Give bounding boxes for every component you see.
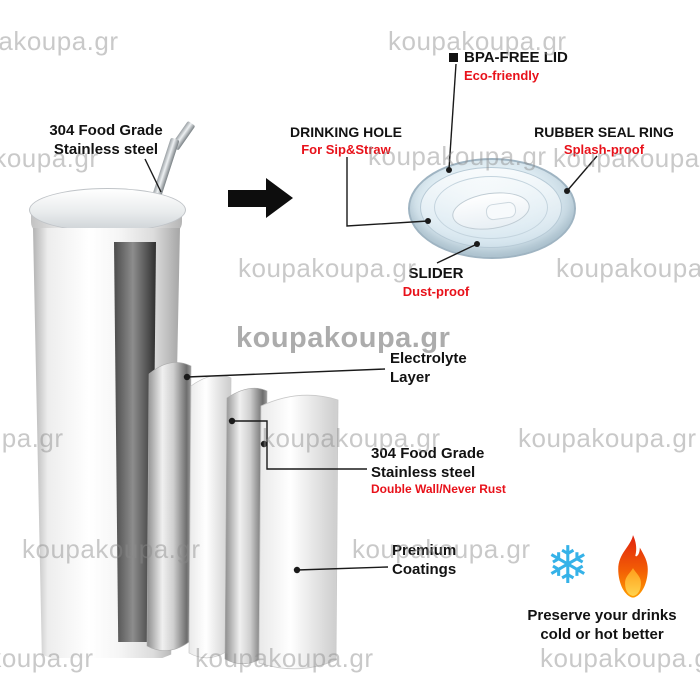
label-slider: SLIDER Dust-proof bbox=[398, 264, 474, 300]
label-premium-line1: Premium bbox=[392, 542, 457, 559]
tumbler-interior-cutaway bbox=[114, 242, 156, 642]
label-electrolyte-line2: Layer bbox=[390, 369, 431, 386]
label-wall-steel: 304 Food Grade Stainless steel Double Wa… bbox=[371, 444, 506, 497]
watermark: koupakoupa.gr bbox=[238, 253, 417, 283]
label-preserve-line2: cold or hot better bbox=[540, 626, 664, 643]
layer-steel bbox=[224, 387, 268, 665]
label-drinking-subtitle: For Sip&Straw bbox=[301, 142, 391, 157]
label-premium-line2: Coatings bbox=[392, 561, 457, 578]
arrow-right-icon bbox=[266, 178, 293, 218]
label-bpa-subtitle: Eco-friendly bbox=[464, 68, 540, 83]
label-electrolyte-line1: Electrolyte bbox=[390, 350, 467, 367]
label-bpa-title: BPA-FREE LID bbox=[464, 49, 568, 66]
label-electrolyte: Electrolyte Layer bbox=[390, 349, 467, 387]
watermark: koupakoupa.gr bbox=[540, 643, 700, 673]
square-bullet-icon bbox=[449, 53, 458, 62]
label-rubber-subtitle: Splash-proof bbox=[563, 142, 645, 157]
label-slider-subtitle: Dust-proof bbox=[402, 284, 470, 299]
label-wall-steel-line1: 304 Food Grade bbox=[371, 445, 485, 462]
label-body-steel-line1: 304 Food Grade bbox=[49, 122, 163, 139]
label-preserve: Preserve your drinks cold or hot better bbox=[526, 606, 678, 644]
lid-inner-rim bbox=[434, 176, 548, 239]
flame-icon bbox=[618, 535, 648, 598]
watermark: koupakoupa.gr bbox=[195, 643, 374, 673]
label-wall-steel-line2: Stainless steel bbox=[371, 464, 476, 481]
label-drinking-title: DRINKING HOLE bbox=[290, 124, 402, 140]
tumbler-lid bbox=[29, 188, 186, 232]
watermark: koupakoupa.gr bbox=[518, 423, 697, 453]
watermark: koupakoupa.gr bbox=[0, 26, 119, 56]
label-premium-coatings: Premium Coatings bbox=[392, 541, 456, 579]
label-drinking-hole: DRINKING HOLE For Sip&Straw bbox=[283, 123, 409, 158]
watermark: koupakoupa.gr bbox=[556, 253, 700, 283]
label-rubber-seal: RUBBER SEAL RING Splash-proof bbox=[534, 123, 674, 158]
label-body-steel: 304 Food Grade Stainless steel bbox=[42, 121, 170, 159]
layer-coating bbox=[258, 394, 339, 670]
label-rubber-title: RUBBER SEAL RING bbox=[534, 124, 674, 140]
label-body-steel-line2: Stainless steel bbox=[53, 141, 159, 158]
snowflake-icon: ❄ bbox=[546, 537, 590, 595]
label-bpa-lid: BPA-FREE LID Eco-friendly bbox=[464, 48, 568, 84]
layer-white-1 bbox=[188, 375, 232, 659]
label-slider-title: SLIDER bbox=[408, 265, 464, 282]
arrow-right-icon bbox=[228, 190, 266, 207]
label-wall-steel-subtitle: Double Wall/Never Rust bbox=[371, 482, 506, 496]
tumbler-body bbox=[33, 228, 180, 658]
label-preserve-line1: Preserve your drinks bbox=[527, 607, 677, 624]
